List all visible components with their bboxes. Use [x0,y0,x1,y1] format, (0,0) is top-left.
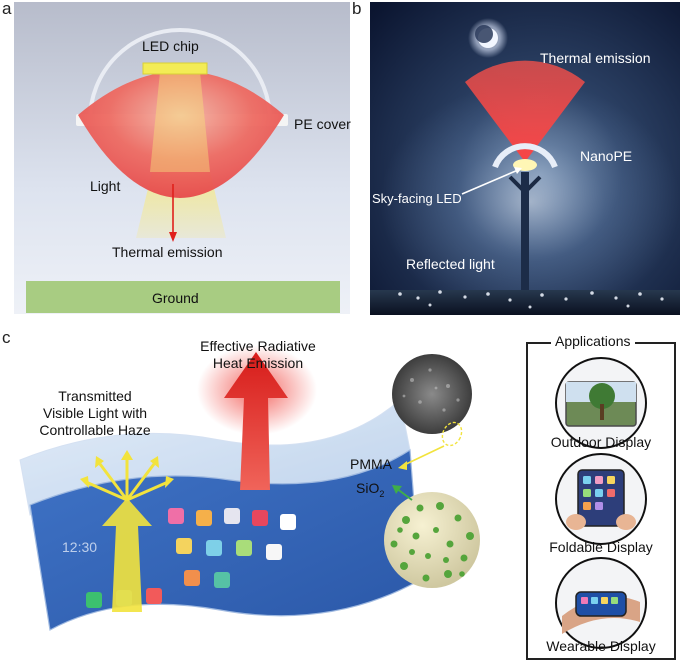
led-pointer-head [514,167,522,174]
grass [370,290,680,315]
transmitted-label-line1: Transmitted [58,388,132,404]
thermal-cone [465,60,585,162]
reflected-light-label: Reflected light [406,256,495,272]
led-chip-label: LED chip [142,38,199,54]
applications-title: Applications [551,333,635,349]
ground-label: Ground [152,290,199,306]
tem-highlight [441,421,463,447]
sio2-pointer-head [392,485,402,494]
panel-b: Thermal emission NanoPE Sky-facing LED R… [370,2,680,315]
tem-texture [402,368,460,412]
screen-clock: 12:30 [62,539,97,555]
transmitted-label-line2: Visible Light with [42,405,148,421]
foldable-display-image [555,453,647,545]
light-label: Light [90,178,121,194]
outdoor-display-image [555,357,647,449]
effective-label-line1: Effective Radiative [200,338,316,354]
panel-b-diagram [370,2,680,315]
light-column [150,72,210,172]
application-label-1: Outdoor Display [550,434,652,450]
tree-display-icon [589,383,615,409]
sky-facing-led-label: Sky-facing LED [372,191,462,206]
sphere-particle-icon [384,492,480,588]
wearable-display-card [554,556,648,650]
led-pointer-line [461,169,519,195]
flowers [398,290,664,309]
ground-bar [26,281,340,313]
moon-shadow [475,25,493,43]
led-chip-icon [142,62,208,75]
thermal-arrow-head [169,232,177,242]
thermal-emission-label-a: Thermal emission [112,244,223,260]
haze-rays [85,458,169,502]
application-label-2: Foldable Display [549,539,653,555]
foldable-display-card [554,452,648,546]
haze-ray-heads [80,450,174,488]
pmma-pointer-head [398,461,407,470]
street-lamp-icon [521,172,529,300]
panel-b-letter: b [352,0,362,18]
thermal-lens [78,71,284,198]
wearable-display-image [555,557,647,649]
thermal-emission-label-b: Thermal emission [540,50,651,66]
pmma-label: PMMA [350,456,392,472]
dome-arc [88,28,272,121]
panel-a: LED chip PE cover Light Thermal emission… [14,2,351,314]
panel-c: 12:30 [0,330,520,668]
nanope-arc [492,143,558,169]
effective-label-line2: Heat Emission [212,355,304,371]
panel-a-diagram [14,2,350,314]
panel-a-letter: a [2,0,12,18]
sio2-base: SiO [356,480,380,496]
tem-image [392,354,472,434]
transmitted-label-line3: Controllable Haze [39,422,151,438]
panel-c-letter: c [2,328,11,347]
lamp-glow [380,82,680,315]
pmma-pointer-line [401,445,445,467]
outdoor-display-card [554,356,648,450]
heat-emission-arrow [224,352,288,490]
nanope-label: NanoPE [580,148,633,164]
panel-c-diagram: 12:30 [19,345,480,631]
visible-light-arrow [102,498,152,612]
sio2-subscript: 2 [379,488,385,499]
sio2-label: SiO2 [356,480,384,499]
sio2-particles [390,502,474,582]
pe-cover-label: PE cover [294,116,351,132]
application-label-3: Wearable Display [546,638,656,654]
